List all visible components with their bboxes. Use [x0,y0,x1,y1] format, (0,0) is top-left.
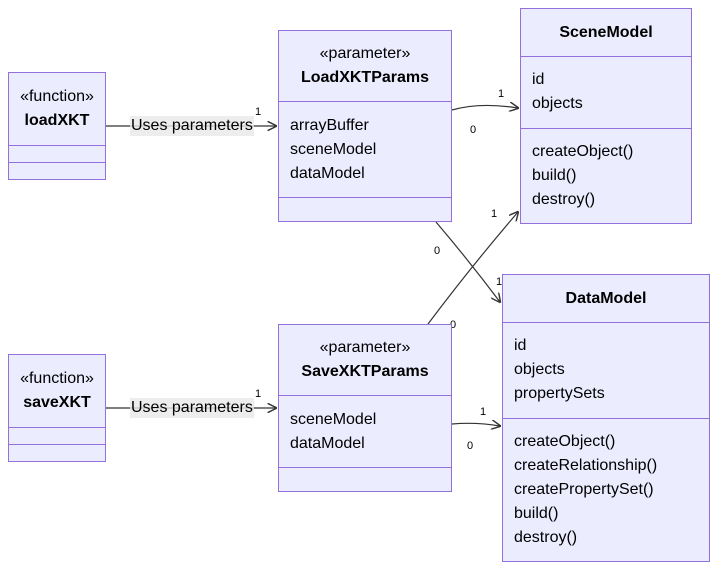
mult-save-scene-source: 0 [450,319,457,331]
method: createObject() [532,143,634,160]
class-name: SceneModel [559,24,653,41]
method: createRelationship() [514,457,658,474]
attribute: objects [514,361,565,378]
class-save-xkt: «function» saveXKT [8,354,106,462]
mult-save-data-source: 0 [467,440,474,452]
mult-load-data-target: 1 [496,276,503,288]
mult-load-uses-target: 1 [255,106,262,118]
attribute: id [532,71,545,88]
edge-load-scene [451,105,518,110]
class-name: SaveXKTParams [301,363,429,380]
edge-label-load-uses: Uses parameters [130,116,254,136]
method: destroy() [514,529,578,546]
attributes-divider [503,322,709,323]
method: createObject() [514,433,616,450]
edge-label-save-uses: Uses parameters [130,398,254,418]
class-stereotype: «function» [20,88,94,105]
mult-save-scene-target: 1 [491,208,498,220]
class-save-xkt-params: «parameter» SaveXKTParams sceneModel dat… [278,324,452,492]
edge-save-scene [427,212,518,325]
class-scene-model: SceneModel id objects createObject() bui… [520,8,692,224]
methods-divider [521,128,691,129]
mult-save-uses-target: 1 [255,388,262,400]
attributes-divider [279,101,451,102]
class-name: DataModel [565,290,647,307]
edge-save-data [451,423,500,426]
attributes-divider [9,145,105,146]
attribute: sceneModel [290,411,377,428]
attribute: sceneModel [290,141,377,158]
methods-divider [279,197,451,198]
mult-save-data-target: 1 [480,406,487,418]
attribute: propertySets [514,385,605,402]
attributes-divider [9,427,105,428]
class-stereotype: «parameter» [319,339,411,356]
attribute: dataModel [290,165,365,182]
mult-load-scene-source: 0 [470,124,477,136]
attributes-divider [279,395,451,396]
class-load-xkt-params: «parameter» LoadXKTParams arrayBuffer sc… [278,30,452,222]
attribute: objects [532,95,583,112]
methods-divider [503,418,709,419]
mult-load-data-source: 0 [434,245,441,257]
methods-divider [9,162,105,163]
attribute: dataModel [290,435,365,452]
methods-divider [279,467,451,468]
class-data-model: DataModel id objects propertySets create… [502,274,710,562]
edge-load-data [435,221,500,302]
class-stereotype: «parameter» [319,45,411,62]
mult-load-scene-target: 1 [498,88,505,100]
method: build() [514,505,559,522]
method: destroy() [532,191,596,208]
attributes-divider [521,56,691,57]
class-name: loadXKT [24,112,90,129]
attribute: id [514,337,527,354]
method: build() [532,167,577,184]
methods-divider [9,444,105,445]
class-load-xkt: «function» loadXKT [8,72,106,180]
class-stereotype: «function» [20,370,94,387]
attribute: arrayBuffer [290,117,369,134]
method: createPropertySet() [514,481,654,498]
class-name: saveXKT [23,394,91,411]
class-name: LoadXKTParams [300,69,430,86]
